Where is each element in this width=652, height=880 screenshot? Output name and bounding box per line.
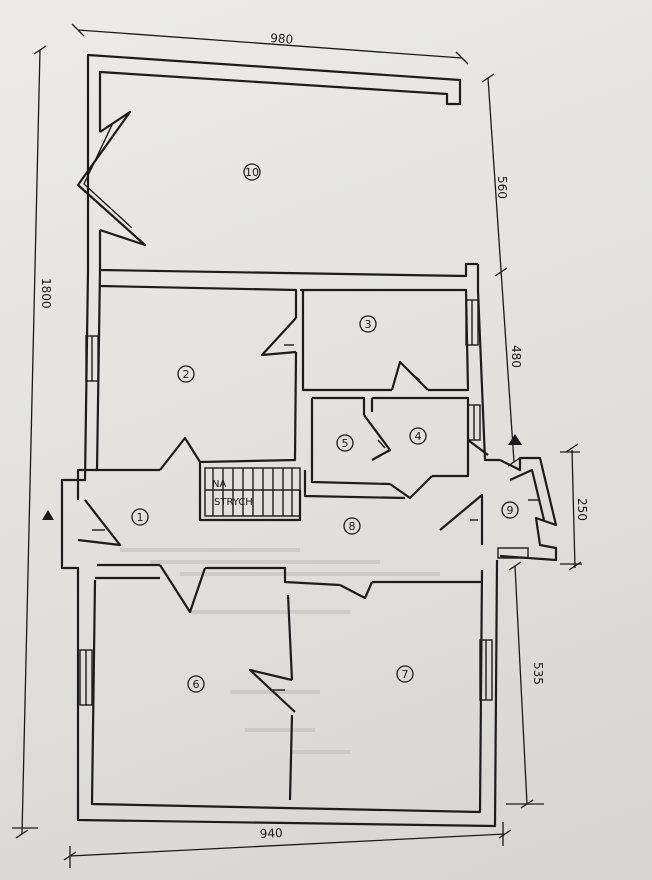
- room-label-8: 8: [343, 517, 361, 535]
- stairs-label-line2: STRYCH: [214, 497, 253, 508]
- windows: [79, 299, 529, 706]
- garage-bottom-wall: [99, 262, 478, 278]
- room-label-6: 6: [187, 675, 205, 693]
- room-label-3: 3: [359, 315, 377, 333]
- svg-text:9: 9: [507, 504, 514, 517]
- staircase: NA STRYCH: [204, 467, 301, 517]
- entry-vestibule: [499, 456, 558, 562]
- dimension-lines: 980 560 480 250 535 1800 940: [12, 23, 589, 868]
- stairs-label-line1: NA: [212, 479, 226, 490]
- svg-text:10: 10: [245, 166, 259, 179]
- svg-text:6: 6: [193, 678, 200, 691]
- garage-outer-wall: [86, 53, 462, 248]
- svg-text:8: 8: [349, 520, 356, 533]
- svg-text:5: 5: [342, 437, 349, 450]
- dim-left-1800: 1800: [39, 278, 53, 309]
- garage-door: [76, 110, 147, 247]
- dim-bottom-940: 940: [259, 826, 283, 841]
- svg-text:2: 2: [183, 368, 190, 381]
- dim-right-250: 250: [575, 498, 589, 521]
- window-entry: [497, 547, 529, 559]
- dim-top-980: 980: [270, 31, 294, 47]
- dim-right-560: 560: [495, 176, 509, 199]
- room-label-7: 7: [396, 665, 414, 683]
- room-label-2: 2: [177, 365, 195, 383]
- svg-text:1: 1: [137, 511, 144, 524]
- svg-text:3: 3: [365, 318, 372, 331]
- dim-right-535: 535: [531, 662, 545, 685]
- room-label-5: 5: [336, 434, 354, 452]
- entrance-arrow-left: [42, 510, 54, 520]
- room-label-9: 9: [501, 501, 519, 519]
- room-label-10: 10: [243, 163, 261, 181]
- door-swings: [77, 317, 489, 713]
- outer-walls: [60, 53, 500, 828]
- dim-right-480: 480: [509, 345, 523, 368]
- room-label-4: 4: [409, 427, 427, 445]
- svg-text:4: 4: [415, 430, 422, 443]
- house-outer-wall-left: [60, 248, 499, 828]
- svg-text:7: 7: [402, 668, 409, 681]
- house-outer-wall-right: [476, 264, 500, 462]
- house-inner-wall-left: [76, 269, 102, 500]
- room-labels: 10 2 3 5 4 1 8 9: [131, 163, 519, 693]
- interior-walls: [95, 284, 482, 801]
- entrance-arrow-right: [508, 434, 522, 445]
- house-inner-wall-bottom: [90, 569, 484, 814]
- room-label-1: 1: [131, 508, 149, 526]
